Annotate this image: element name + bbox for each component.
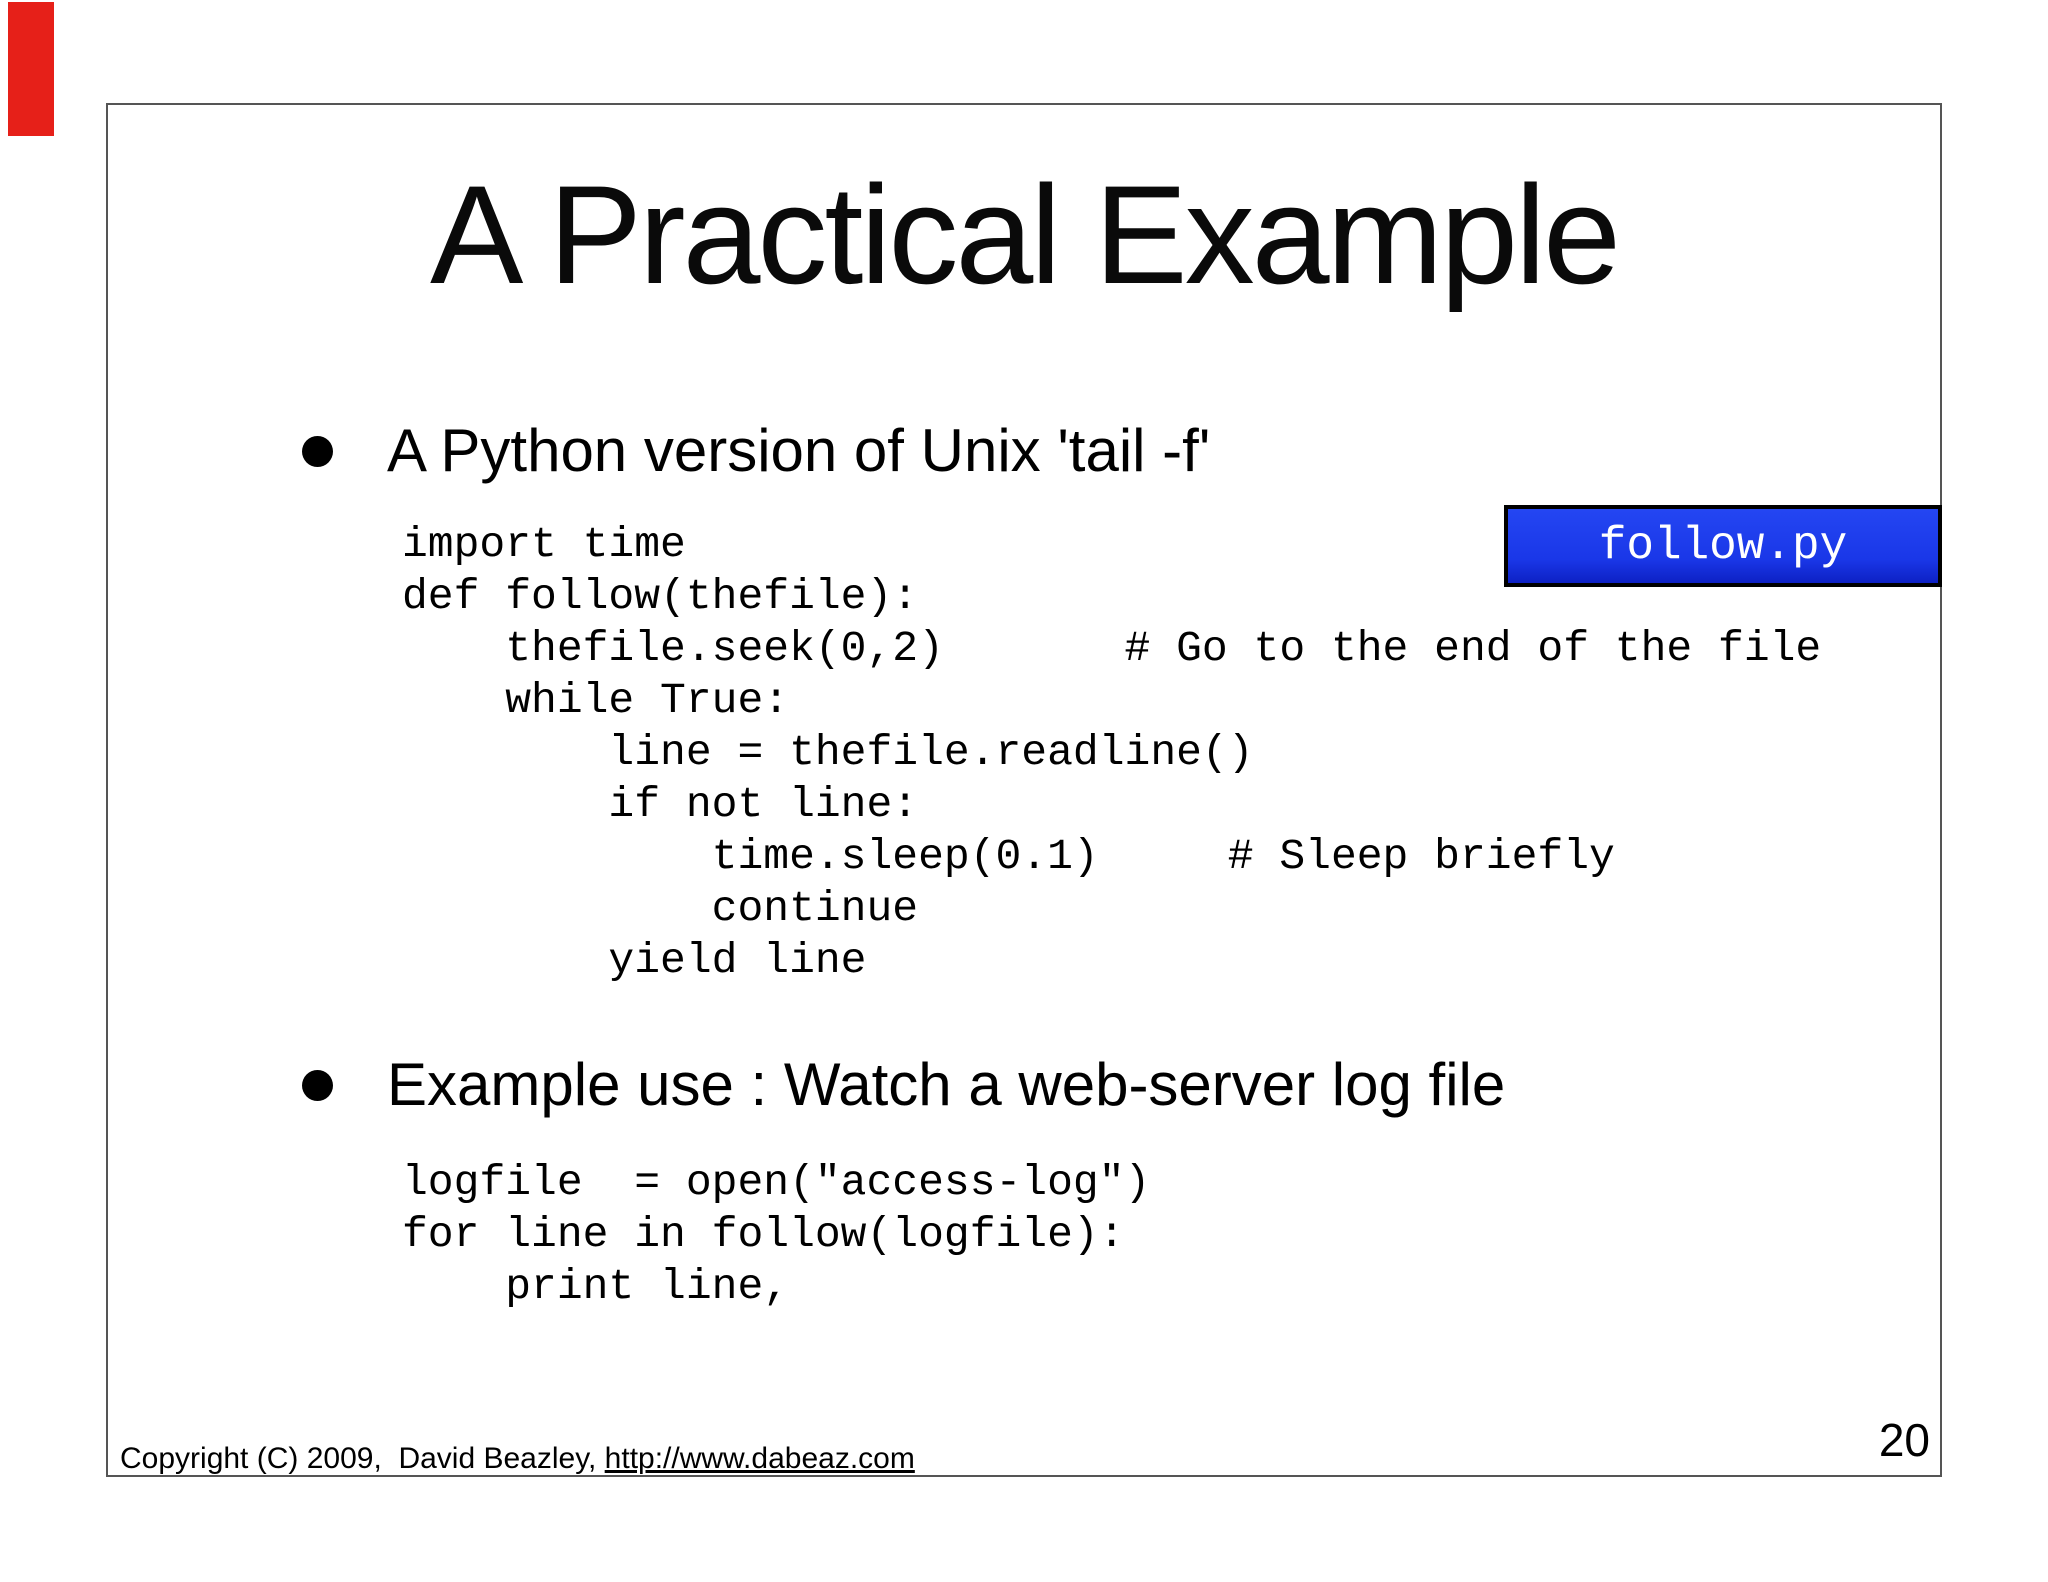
bullet-dot-icon: [302, 436, 333, 467]
bullet-text: Example use : Watch a web-server log fil…: [387, 1051, 1506, 1118]
footer-link[interactable]: http://www.dabeaz.com: [604, 1442, 915, 1475]
filename-badge-label: follow.py: [1598, 520, 1848, 572]
slide-canvas: A Practical Example A Python version of …: [106, 103, 1942, 1477]
bullet-item-example-use: Example use : Watch a web-server log fil…: [302, 1047, 1505, 1123]
bullet-item-tail-f: A Python version of Unix 'tail -f': [302, 413, 1210, 489]
code-block-follow-function: import time def follow(thefile): thefile…: [402, 520, 1822, 985]
red-marker-overlay: [8, 2, 54, 136]
code-block-example-use: logfile = open("access-log") for line in…: [402, 1158, 1151, 1311]
bullet-text: A Python version of Unix 'tail -f': [387, 417, 1211, 484]
footer-copyright-text: Copyright (C) 2009, David Beazley,: [120, 1442, 605, 1475]
bullet-dot-icon: [302, 1070, 333, 1101]
slide-title: A Practical Example: [430, 156, 1621, 313]
page-number: 20: [1878, 1414, 1930, 1466]
filename-badge: follow.py: [1504, 505, 1942, 587]
footer-copyright: Copyright (C) 2009, David Beazley, http:…: [120, 1441, 915, 1477]
